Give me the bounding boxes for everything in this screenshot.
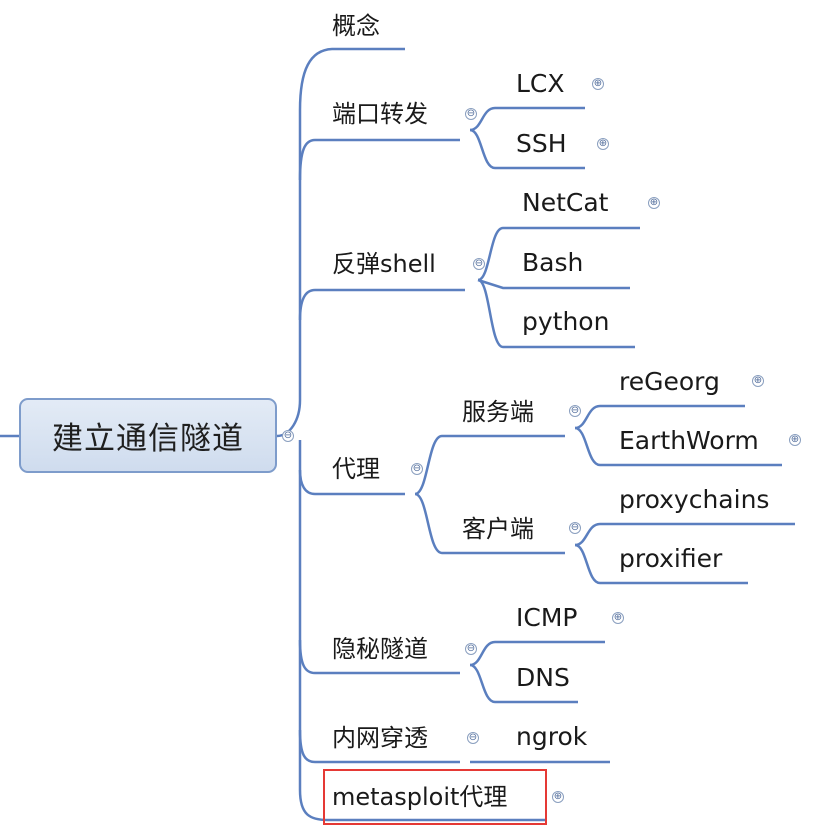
- connector-port-forward: [298, 138, 460, 181]
- connector-netcat: [477, 226, 640, 282]
- leaf-earthworm[interactable]: EarthWorm: [619, 426, 759, 455]
- connector-reverse-shell: [298, 288, 465, 321]
- leaf-bash[interactable]: Bash: [522, 248, 584, 277]
- collapse-icon[interactable]: ⊖: [282, 430, 294, 442]
- leaf-ngrok[interactable]: ngrok: [516, 722, 588, 751]
- leaf-ssh[interactable]: SSH: [516, 129, 567, 158]
- expand-icon[interactable]: ⊕: [597, 138, 609, 150]
- branch-port-forward[interactable]: 端口转发: [332, 100, 428, 128]
- leaf-netcat[interactable]: NetCat: [522, 188, 609, 217]
- connector-python: [477, 278, 635, 349]
- branch-covert[interactable]: 隐秘隧道: [332, 635, 428, 663]
- branch-intranet[interactable]: 内网穿透: [332, 724, 428, 752]
- connector-metasploit: [298, 730, 545, 822]
- leaf-dns[interactable]: DNS: [516, 663, 570, 692]
- connector-icmp: [469, 640, 605, 667]
- collapse-icon[interactable]: ⊖: [569, 522, 581, 534]
- connector-lcx: [469, 106, 585, 132]
- connector-concept: [276, 47, 405, 438]
- collapse-icon[interactable]: ⊖: [473, 258, 485, 270]
- connector-earthworm: [574, 426, 782, 467]
- expand-icon[interactable]: ⊕: [752, 375, 764, 387]
- connector-proxychains: [574, 522, 795, 547]
- branch-proxy-client[interactable]: 客户端: [462, 515, 534, 543]
- collapse-icon[interactable]: ⊖: [465, 643, 477, 655]
- expand-icon[interactable]: ⊕: [648, 197, 660, 209]
- branch-reverse-shell[interactable]: 反弹shell: [332, 250, 436, 278]
- connector-server: [414, 434, 565, 496]
- leaf-regeorg[interactable]: reGeorg: [619, 367, 720, 396]
- leaf-python[interactable]: python: [522, 307, 610, 336]
- collapse-icon[interactable]: ⊖: [467, 732, 479, 744]
- highlight-frame: [323, 769, 547, 825]
- leaf-proxifier[interactable]: proxifier: [619, 544, 723, 573]
- connector-dns: [469, 663, 578, 704]
- expand-icon[interactable]: ⊕: [612, 612, 624, 624]
- connector-regeorg: [574, 404, 745, 430]
- branch-proxy[interactable]: 代理: [332, 455, 380, 483]
- expand-icon[interactable]: ⊕: [552, 791, 564, 803]
- branch-metasploit[interactable]: metasploit代理: [332, 783, 508, 811]
- connector-proxifier: [574, 543, 748, 585]
- expand-icon[interactable]: ⊕: [592, 78, 604, 90]
- branch-concept[interactable]: 概念: [332, 12, 380, 40]
- connector-bash: [477, 278, 630, 290]
- leaf-icmp[interactable]: ICMP: [516, 603, 578, 632]
- leaf-proxychains[interactable]: proxychains: [619, 485, 770, 514]
- root-node[interactable]: 建立通信隧道: [19, 398, 277, 473]
- expand-icon[interactable]: ⊕: [789, 434, 801, 446]
- collapse-icon[interactable]: ⊖: [411, 463, 423, 475]
- connector-ssh: [469, 128, 585, 170]
- collapse-icon[interactable]: ⊖: [569, 405, 581, 417]
- branch-proxy-server[interactable]: 服务端: [462, 398, 534, 426]
- connector-client: [414, 492, 565, 555]
- collapse-icon[interactable]: ⊖: [465, 108, 477, 120]
- leaf-lcx[interactable]: LCX: [516, 69, 565, 98]
